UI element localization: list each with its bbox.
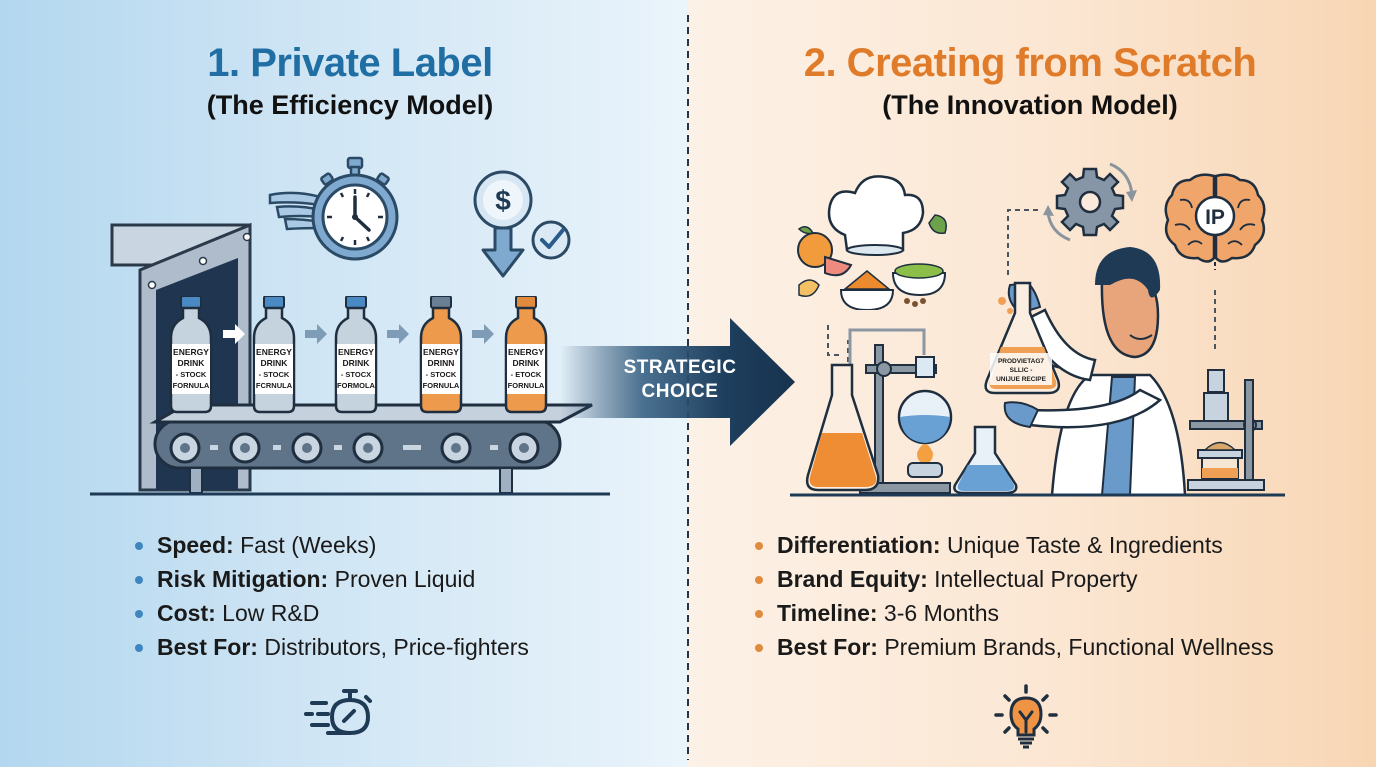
svg-text:$: $ [495, 185, 511, 216]
bullet-differentiation: Differentiation: Unique Taste & Ingredie… [755, 528, 1274, 562]
arrow-label-line2: CHOICE [641, 381, 719, 402]
svg-text:ENERGY: ENERGY [423, 347, 459, 357]
arrow-label-line1: STRATEGIC [623, 357, 737, 378]
bullet-best-for: Best For: Premium Brands, Functional Wel… [755, 630, 1274, 664]
svg-text:ENERGY: ENERGY [173, 347, 209, 357]
bullet-brand-equity: Brand Equity: Intellectual Property [755, 562, 1274, 596]
bullet-label: Cost: [157, 600, 216, 626]
left-title-block: 1. Private Label (The Efficiency Model) [100, 38, 600, 122]
svg-text:ENERGY: ENERGY [508, 347, 544, 357]
svg-text:DRINK: DRINK [343, 358, 371, 368]
svg-text:IP: IP [1205, 206, 1225, 229]
bullet-label: Brand Equity: [777, 566, 928, 592]
strategic-choice-label: STRATEGIC CHOICE [600, 356, 760, 404]
bullet-label: Timeline: [777, 600, 878, 626]
strategic-choice-arrow: STRATEGIC CHOICE [560, 318, 800, 446]
bullet-value: Premium Brands, Functional Wellness [877, 634, 1274, 660]
bullet-label: Best For: [777, 634, 878, 660]
svg-text:DRINN: DRINN [428, 358, 455, 368]
bullet-value: Proven Liquid [328, 566, 476, 592]
bullet-label: Speed: [157, 532, 234, 558]
bullet-value: 3-6 Months [877, 600, 999, 626]
right-title: 2. Creating from Scratch [803, 41, 1257, 85]
bullet-label: Best For: [157, 634, 258, 660]
svg-text:FORNULA: FORNULA [423, 381, 460, 390]
bullet-timeline: Timeline: 3-6 Months [755, 596, 1274, 630]
bullet-best-for: Best For: Distributors, Price-fighters [135, 630, 529, 664]
svg-text:FORNULA: FORNULA [173, 381, 210, 390]
svg-text:ENERGY: ENERGY [338, 347, 374, 357]
bullet-cost: Cost: Low R&D [135, 596, 529, 630]
brain-ip-icon: IP [1164, 173, 1266, 270]
svg-text:- ETOCK: - ETOCK [511, 370, 542, 379]
svg-text:DRINK: DRINK [513, 358, 541, 368]
svg-text:- STOCK: - STOCK [176, 370, 207, 379]
energy-drink-bottle: ENERGY DRINK - ETOCK FORNULA [504, 296, 548, 414]
svg-text:FCRNULA: FCRNULA [256, 381, 293, 390]
dollar-down-arrow-check-icon: $ [473, 170, 571, 278]
scientist-lab-illustration: PRODVIETAG7 SLLIC - UNIJUE RECIPE [790, 209, 1285, 497]
svg-text:DRINK: DRINK [261, 358, 289, 368]
left-title: 1. Private Label [207, 41, 493, 85]
energy-drink-bottle: ENERGY DRINK - STOCK FCRNULA [252, 296, 296, 414]
creating-from-scratch-bullets: Differentiation: Unique Taste & Ingredie… [755, 528, 1274, 664]
energy-drink-bottle: ENERGY DRINN - STOCK FORNULA [419, 296, 463, 414]
svg-text:- STOCX: - STOCX [341, 370, 371, 379]
bullet-value: Unique Taste & Ingredients [940, 532, 1223, 558]
energy-drink-bottle: ENERGY DRINK - STOCX FORMOLA [334, 296, 378, 414]
bullet-label: Risk Mitigation: [157, 566, 329, 592]
bullet-value: Low R&D [215, 600, 320, 626]
bullet-risk-mitigation: Risk Mitigation: Proven Liquid [135, 562, 529, 596]
svg-text:UNIJUE RECIPE: UNIJUE RECIPE [996, 376, 1047, 383]
chef-hat-ingredients-icon [797, 175, 947, 310]
bullet-speed: Speed: Fast (Weeks) [135, 528, 529, 562]
gear-cycle-icon [1043, 162, 1137, 242]
right-arrow-icon [560, 318, 795, 446]
svg-text:ENERGY: ENERGY [256, 347, 292, 357]
winged-stopwatch-icon [268, 156, 399, 261]
bullet-value: Intellectual Property [927, 566, 1138, 592]
svg-text:PRODVIETAG7: PRODVIETAG7 [998, 358, 1044, 365]
svg-text:SLLIC -: SLLIC - [1010, 367, 1033, 374]
svg-text:- STOCK: - STOCK [259, 370, 290, 379]
svg-text:DRINK: DRINK [178, 358, 206, 368]
fast-stopwatch-icon [304, 689, 372, 735]
bullet-value: Fast (Weeks) [233, 532, 377, 558]
private-label-bullets: Speed: Fast (Weeks) Risk Mitigation: Pro… [135, 528, 529, 664]
bullet-value: Distributors, Price-fighters [257, 634, 529, 660]
left-subtitle: (The Efficiency Model) [206, 90, 494, 120]
svg-text:FORNULA: FORNULA [508, 381, 545, 390]
right-title-block: 2. Creating from Scratch (The Innovation… [740, 38, 1320, 122]
energy-drink-bottle: ENERGY DRINK - STOCK FORNULA [169, 296, 213, 414]
svg-text:FORMOLA: FORMOLA [337, 381, 375, 390]
lightbulb-icon [994, 684, 1058, 749]
right-subtitle: (The Innovation Model) [882, 90, 1178, 120]
bullet-label: Differentiation: [777, 532, 941, 558]
svg-text:- STOCK: - STOCK [426, 370, 457, 379]
